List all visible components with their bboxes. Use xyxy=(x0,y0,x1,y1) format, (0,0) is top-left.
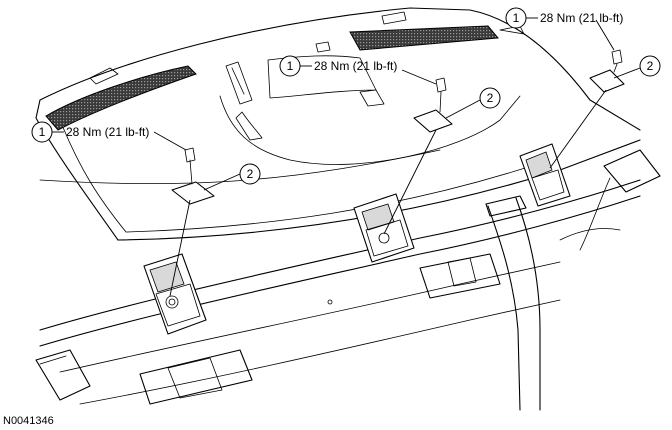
leader-1-left xyxy=(153,131,187,151)
callout-1-left-number: 1 xyxy=(39,125,46,139)
callout-2-left-number: 2 xyxy=(247,167,254,181)
callout-1-left: 1 28 Nm (21 lb-ft) xyxy=(31,121,149,143)
left-bolt xyxy=(184,147,196,185)
leader-2-center xyxy=(445,99,481,119)
center-bracket-clip xyxy=(413,109,453,133)
center-bolt xyxy=(435,77,447,113)
callout-2-right-number: 2 xyxy=(647,59,654,73)
callout-1-right-number: 1 xyxy=(513,11,520,25)
center-install-line xyxy=(383,129,437,235)
seat-belt-webbing xyxy=(485,149,661,411)
left-bracket-clip xyxy=(171,181,215,205)
callout-2-center: 2 xyxy=(479,87,501,109)
callout-1-left-torque: 28 Nm (21 lb-ft) xyxy=(66,125,149,139)
callout-1-center-torque: 28 Nm (21 lb-ft) xyxy=(314,59,397,73)
leader-2-right xyxy=(613,67,641,79)
right-bolt xyxy=(611,49,623,73)
right-install-line xyxy=(549,89,607,169)
left-bracket-assembly xyxy=(143,253,207,335)
left-speaker-grille xyxy=(45,65,197,131)
callout-1-right: 1 28 Nm (21 lb-ft) xyxy=(505,7,623,29)
callout-2-center-number: 2 xyxy=(487,91,494,105)
callout-1-center: 1 28 Nm (21 lb-ft) xyxy=(279,55,397,77)
callout-2-left: 2 xyxy=(239,163,261,185)
figure-id: N0041346 xyxy=(3,415,54,427)
leader-1-center xyxy=(401,69,437,85)
right-bracket-clip xyxy=(589,69,625,93)
left-install-line xyxy=(169,199,191,297)
leader-2-left xyxy=(203,173,241,191)
leader-1-right xyxy=(595,19,615,51)
package-tray-panel xyxy=(35,7,641,241)
callout-1-center-number: 1 xyxy=(287,59,294,73)
center-openings xyxy=(219,41,521,165)
center-bracket-assembly xyxy=(353,193,415,263)
right-speaker-grille xyxy=(349,25,499,51)
callout-1-right-torque: 28 Nm (21 lb-ft) xyxy=(540,11,623,25)
lower-structure xyxy=(35,179,641,405)
right-bracket-assembly xyxy=(519,143,571,207)
callout-2-right: 2 xyxy=(639,55,661,77)
